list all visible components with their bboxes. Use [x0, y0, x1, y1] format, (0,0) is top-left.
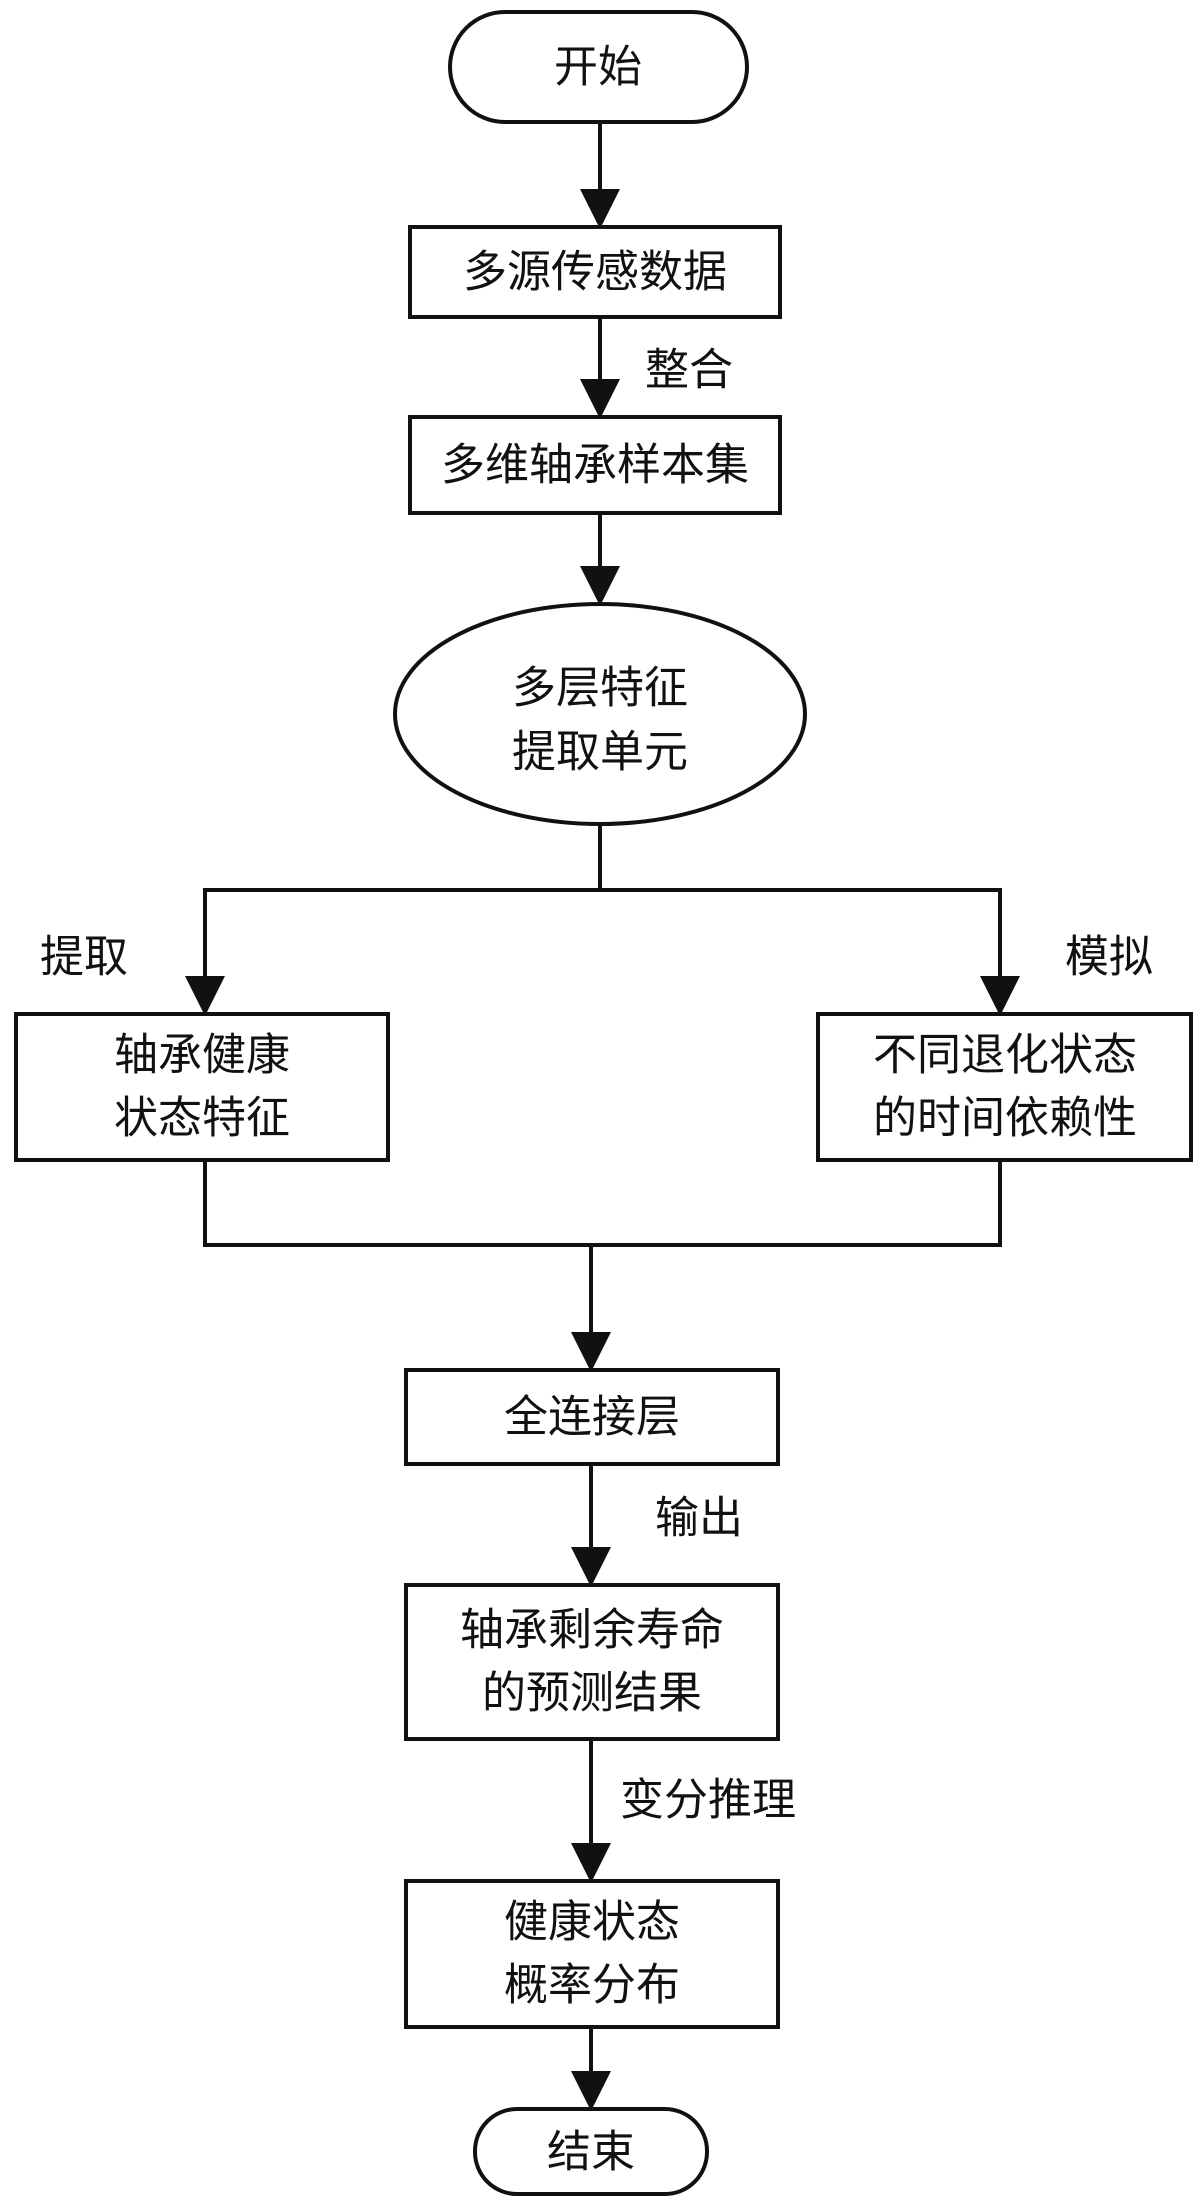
variational-inference-edge-label: 变分推理 — [620, 1775, 796, 1826]
rul-prediction-result-line-1: 轴承剩余寿命 — [460, 1605, 724, 1656]
start-label: 开始 — [554, 42, 642, 93]
multi-dim-sample-set-label: 多维轴承样本集 — [441, 440, 749, 491]
merge-connector — [203, 1160, 1002, 1247]
health-state-probability-line-2: 概率分布 — [504, 1960, 680, 2011]
split-connector-right — [600, 888, 1020, 1016]
bearing-health-features-line-1: 轴承健康 — [114, 1030, 290, 1081]
rul-prediction-result-line-2: 的预测结果 — [482, 1668, 702, 1719]
split-connector — [185, 824, 602, 1016]
health-state-probability-line-1: 健康状态 — [504, 1897, 680, 1948]
simulate-edge-label: 模拟 — [1065, 932, 1153, 983]
integrate-edge-label: 整合 — [645, 345, 733, 396]
multi-source-data-label: 多源传感数据 — [463, 247, 727, 298]
bearing-health-features-line-2: 状态特征 — [114, 1093, 290, 1144]
feature-extraction-unit-line-2: 提取单元 — [512, 727, 688, 778]
extract-edge-label: 提取 — [40, 932, 128, 983]
fully-connected-layer-label: 全连接层 — [504, 1392, 680, 1443]
feature-extraction-unit-line-1: 多层特征 — [512, 663, 688, 714]
output-edge-label: 输出 — [655, 1493, 743, 1544]
degradation-time-dependency-line-1: 不同退化状态 — [873, 1030, 1137, 1081]
degradation-time-dependency-line-2: 的时间依赖性 — [873, 1093, 1137, 1144]
end-label: 结束 — [547, 2127, 635, 2178]
feature-extraction-unit-ellipse — [393, 602, 807, 826]
